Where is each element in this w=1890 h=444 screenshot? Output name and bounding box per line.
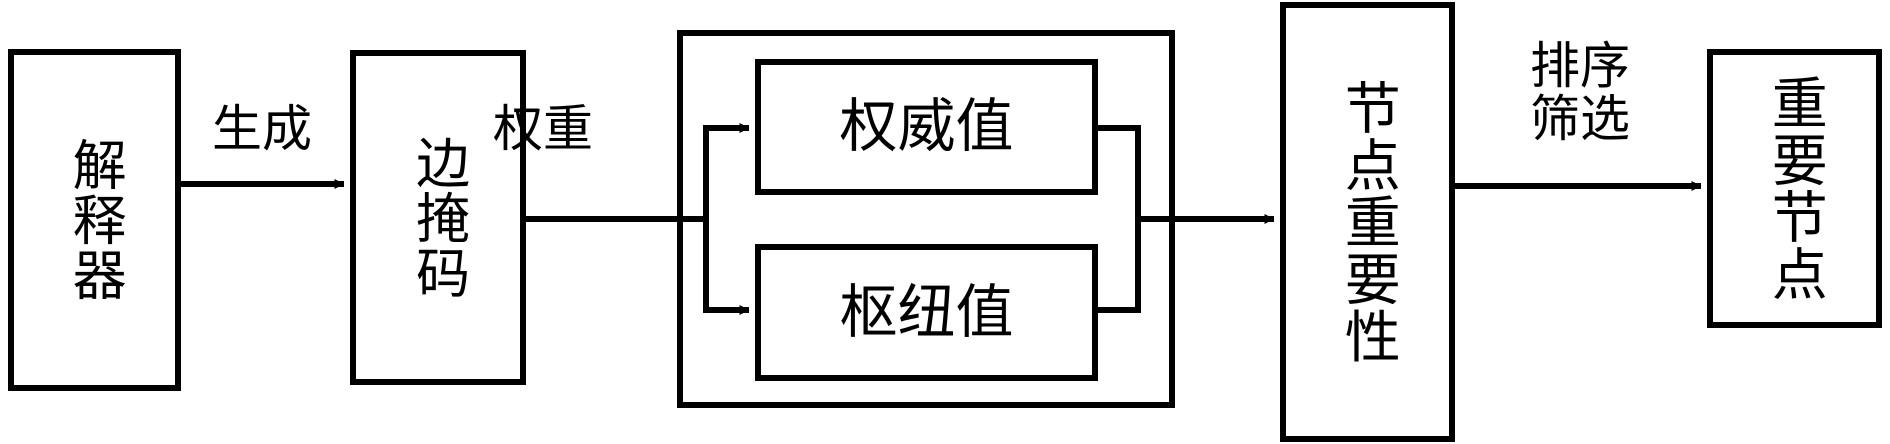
node-hit-hub[interactable]: [758, 247, 1095, 378]
node-box-key-nodes[interactable]: [1707, 49, 1882, 328]
node-hit-key-nodes[interactable]: [1710, 52, 1879, 325]
node-hit-authority[interactable]: [758, 62, 1095, 192]
node-hit-edge-mask[interactable]: [353, 53, 523, 382]
node-hit-interpreter[interactable]: [11, 52, 178, 388]
node-box-node-importance[interactable]: [1280, 2, 1455, 442]
node-box-interpreter[interactable]: [8, 49, 181, 391]
node-hit-node-importance[interactable]: [1283, 5, 1452, 439]
